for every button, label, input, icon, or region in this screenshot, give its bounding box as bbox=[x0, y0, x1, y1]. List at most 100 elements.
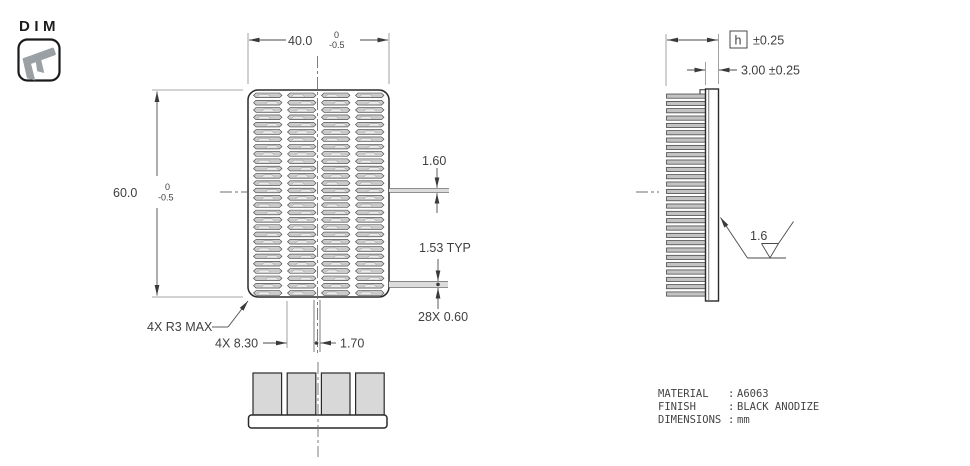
height-tol-upper: 0 bbox=[165, 182, 170, 192]
front-fin-wave bbox=[291, 181, 305, 185]
fin-thickness-value: 1.60 bbox=[422, 154, 446, 168]
front-fin-wave bbox=[363, 152, 377, 156]
side-fin bbox=[666, 232, 706, 238]
front-fin-wave bbox=[367, 101, 381, 105]
fin-pitch-value: 1.53 TYP bbox=[419, 241, 471, 255]
front-fin-wave bbox=[291, 203, 305, 207]
side-fin bbox=[666, 218, 706, 224]
front-fin-wave bbox=[367, 189, 381, 192]
note-value: mm bbox=[737, 414, 750, 426]
front-fin-wave bbox=[299, 233, 313, 236]
width-dimension: 40.0 0 -0.5 bbox=[247, 30, 390, 84]
front-fin-wave bbox=[261, 130, 275, 134]
front-fin-wave bbox=[299, 189, 313, 192]
surface-roughness-callout: 1.6 bbox=[720, 217, 794, 259]
side-fin-stack bbox=[666, 93, 706, 297]
side-fin bbox=[666, 93, 706, 99]
side-fin bbox=[666, 159, 706, 165]
front-fin-wave bbox=[363, 196, 377, 200]
front-fin-wave bbox=[367, 123, 381, 126]
front-fin-wave bbox=[325, 137, 339, 141]
front-fin-wave bbox=[299, 167, 313, 170]
front-outline bbox=[247, 89, 390, 298]
front-fin-wave bbox=[359, 137, 373, 141]
bottom-post bbox=[286, 372, 317, 416]
front-fin-wave bbox=[363, 130, 377, 134]
side-fin bbox=[666, 130, 706, 136]
overall-height-symbol: h bbox=[735, 34, 742, 48]
front-fin-wave bbox=[295, 284, 309, 288]
side-fin bbox=[666, 210, 706, 216]
front-fin-wave bbox=[359, 269, 373, 273]
front-fin-wave bbox=[295, 262, 309, 266]
front-fin-wave bbox=[367, 211, 381, 214]
front-fin-wave bbox=[363, 174, 377, 178]
front-fin-wave bbox=[261, 240, 275, 244]
front-fin-wave bbox=[265, 255, 279, 258]
front-fin-wave bbox=[329, 218, 343, 222]
front-fin-wave bbox=[257, 225, 271, 229]
front-fin-wave bbox=[363, 240, 377, 244]
notes-block: MATERIAL : A6063 FINISH : BLACK ANODIZE … bbox=[658, 388, 819, 426]
front-fin-wave bbox=[261, 174, 275, 178]
front-fin-wave bbox=[333, 123, 347, 126]
base-thickness-dimension: 3.00 ±0.25 bbox=[687, 62, 800, 85]
front-fin-wave bbox=[299, 277, 313, 280]
side-fin bbox=[666, 276, 706, 282]
bottom-view bbox=[247, 362, 388, 457]
overall-height-dimension: h ±0.25 bbox=[665, 30, 784, 86]
front-fin-wave bbox=[295, 240, 309, 244]
front-fin-wave bbox=[295, 218, 309, 222]
front-fin-wave bbox=[333, 101, 347, 105]
front-fin-wave bbox=[261, 152, 275, 156]
front-fin-wave bbox=[265, 167, 279, 170]
side-fin bbox=[666, 174, 706, 180]
fin-thickness-dimension: 1.60 bbox=[389, 154, 449, 213]
front-fin-wave bbox=[265, 211, 279, 214]
front-fin-wave bbox=[265, 189, 279, 192]
side-fin bbox=[666, 166, 706, 172]
side-fin bbox=[666, 122, 706, 128]
front-fin-wave bbox=[325, 181, 339, 185]
front-fin-wave bbox=[291, 291, 305, 295]
front-fin-wave bbox=[265, 233, 279, 236]
caliper-icon bbox=[22, 47, 56, 81]
front-fin-wave bbox=[257, 116, 271, 119]
front-fin-wave bbox=[363, 262, 377, 266]
front-fin-wave bbox=[333, 145, 347, 148]
side-fin bbox=[666, 196, 706, 202]
front-view bbox=[220, 56, 412, 353]
front-fin-wave bbox=[325, 225, 339, 229]
side-fin bbox=[666, 269, 706, 275]
front-fin-wave bbox=[329, 196, 343, 200]
surface-roughness-value: 1.6 bbox=[750, 229, 767, 243]
side-fin bbox=[666, 284, 706, 290]
front-fin-wave bbox=[265, 123, 279, 126]
note-separator: : bbox=[728, 414, 734, 426]
front-fin-wave bbox=[367, 277, 381, 280]
side-fin bbox=[666, 262, 706, 268]
note-value: A6063 bbox=[737, 388, 769, 400]
bottom-post bbox=[320, 372, 351, 416]
note-separator: : bbox=[728, 401, 734, 413]
front-fin-wave bbox=[359, 94, 373, 97]
front-fin-wave bbox=[325, 94, 339, 97]
height-value: 60.0 bbox=[113, 186, 137, 200]
front-fin-wave bbox=[291, 269, 305, 273]
front-fin-wave bbox=[291, 94, 305, 97]
front-fin-wave bbox=[333, 167, 347, 170]
fin-pitch-dimension: 1.53 TYP 28X 0.60 bbox=[389, 241, 471, 324]
post-width-dimension: 4X 8.30 1.70 bbox=[215, 300, 364, 352]
front-fin-wave bbox=[257, 247, 271, 251]
front-fin-wave bbox=[291, 116, 305, 119]
side-fin bbox=[666, 188, 706, 194]
front-fin-wave bbox=[333, 211, 347, 214]
front-fin-wave bbox=[325, 291, 339, 295]
height-dimension: 60.0 0 -0.5 bbox=[113, 89, 243, 298]
front-fin-wave bbox=[257, 159, 271, 163]
front-fin-wave bbox=[299, 211, 313, 214]
bottom-post bbox=[252, 372, 283, 416]
front-fin-wave bbox=[261, 196, 275, 200]
front-fin-wave bbox=[329, 240, 343, 244]
